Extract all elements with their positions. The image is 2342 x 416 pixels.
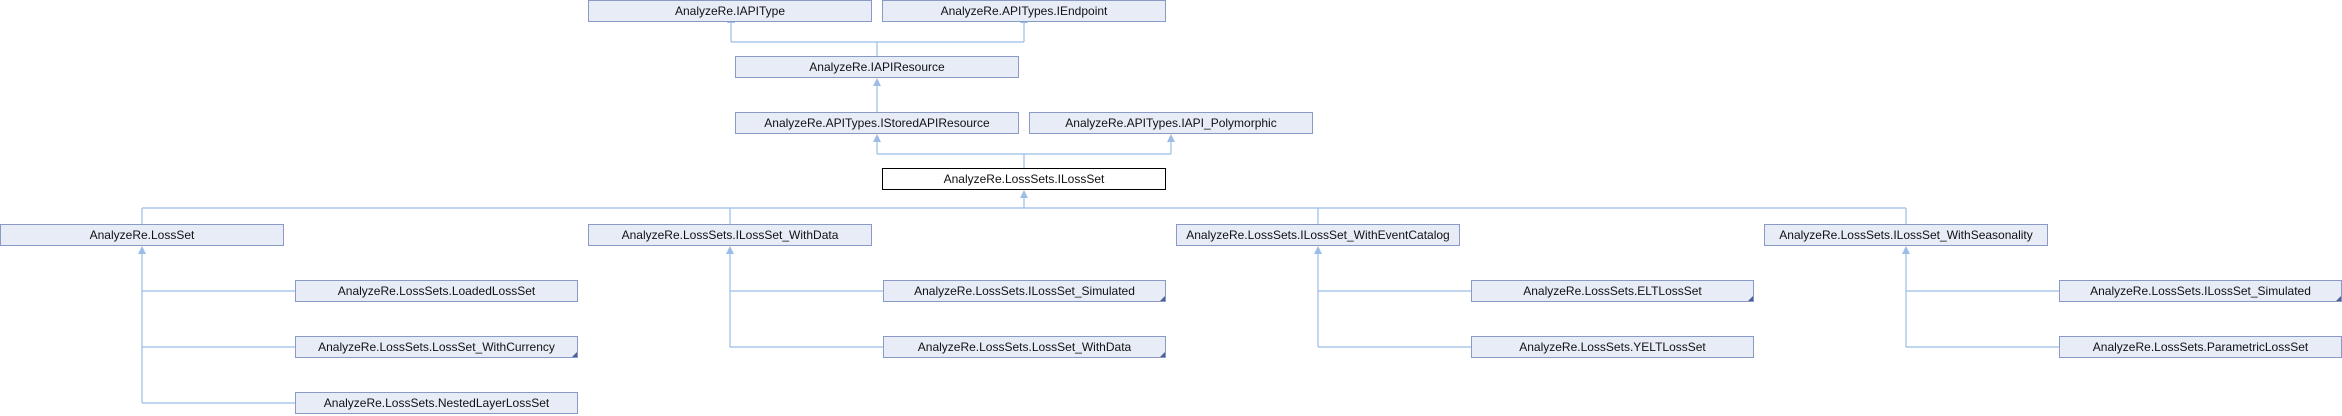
node-nestedlayerlossset[interactable]: AnalyzeRe.LossSets.NestedLayerLossSet xyxy=(295,392,578,414)
node-parametriclossset[interactable]: AnalyzeRe.LossSets.ParametricLossSet xyxy=(2059,336,2342,358)
arrow-to-istoredapiresource xyxy=(873,134,881,142)
edge-ilossset-to-parents xyxy=(876,141,1172,168)
edge-lossset-children xyxy=(141,253,295,404)
node-iendpoint[interactable]: AnalyzeRe.APITypes.IEndpoint xyxy=(882,0,1166,22)
node-iapi-polymorphic[interactable]: AnalyzeRe.APITypes.IAPI_Polymorphic xyxy=(1029,112,1313,134)
arrow-to-iapiresource xyxy=(873,78,881,86)
edge-witheventcatalog-children xyxy=(1317,253,1471,348)
edge-withdata-children xyxy=(729,253,883,348)
node-iapiresource[interactable]: AnalyzeRe.IAPIResource xyxy=(735,56,1019,78)
node-eltlossset[interactable]: AnalyzeRe.LossSets.ELTLossSet xyxy=(1471,280,1754,302)
arrow-to-ilossset-witheventcatalog xyxy=(1314,246,1322,254)
node-yeltlossset[interactable]: AnalyzeRe.LossSets.YELTLossSet xyxy=(1471,336,1754,358)
arrow-to-ilossset-withseasonality xyxy=(1902,246,1910,254)
node-istoredapiresource[interactable]: AnalyzeRe.APITypes.IStoredAPIResource xyxy=(735,112,1019,134)
node-ilossset-witheventcatalog[interactable]: AnalyzeRe.LossSets.ILossSet_WithEventCat… xyxy=(1176,224,1460,246)
node-ilossset-simulated-a[interactable]: AnalyzeRe.LossSets.ILossSet_Simulated xyxy=(883,280,1166,302)
edge-iapiresource-to-parents xyxy=(730,22,1025,56)
node-lossset-withcurrency[interactable]: AnalyzeRe.LossSets.LossSet_WithCurrency xyxy=(295,336,578,358)
node-loadedlossset[interactable]: AnalyzeRe.LossSets.LoadedLossSet xyxy=(295,280,578,302)
arrow-to-iapi-polymorphic xyxy=(1167,134,1175,142)
node-iapitype[interactable]: AnalyzeRe.IAPIType xyxy=(588,0,872,22)
edge-withseasonality-children xyxy=(1905,253,2059,348)
arrow-to-lossset xyxy=(138,246,146,254)
node-ilossset-withdata[interactable]: AnalyzeRe.LossSets.ILossSet_WithData xyxy=(588,224,872,246)
node-ilossset-simulated-b[interactable]: AnalyzeRe.LossSets.ILossSet_Simulated xyxy=(2059,280,2342,302)
node-ilossset-current[interactable]: AnalyzeRe.LossSets.ILossSet xyxy=(882,168,1166,190)
arrow-to-ilossset-withdata xyxy=(726,246,734,254)
arrow-to-ilossset xyxy=(1020,190,1028,198)
node-lossset[interactable]: AnalyzeRe.LossSet xyxy=(0,224,284,246)
edge-level4-to-ilossset xyxy=(141,197,1907,224)
node-ilossset-withseasonality[interactable]: AnalyzeRe.LossSets.ILossSet_WithSeasonal… xyxy=(1764,224,2048,246)
node-lossset-withdata[interactable]: AnalyzeRe.LossSets.LossSet_WithData xyxy=(883,336,1166,358)
